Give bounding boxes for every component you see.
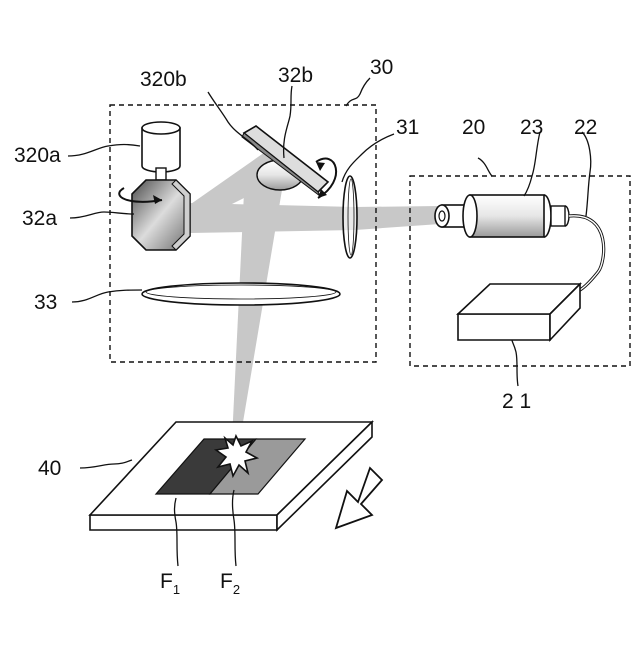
motor-320a xyxy=(142,122,180,180)
label-31: 31 xyxy=(396,116,419,139)
galvano-mirror-32a xyxy=(132,180,190,250)
label-30: 30 xyxy=(370,56,393,79)
label-21: 2 1 xyxy=(502,390,531,413)
label-20: 20 xyxy=(462,116,485,139)
label-33: 33 xyxy=(34,291,57,314)
label-f1: F1 xyxy=(160,570,180,597)
lens-31 xyxy=(343,176,357,258)
label-22: 22 xyxy=(574,116,597,139)
direction-arrow-icon xyxy=(336,468,382,528)
laser-head-23 xyxy=(435,195,569,237)
label-32a: 32a xyxy=(22,207,57,230)
label-32b: 32b xyxy=(278,64,313,87)
label-f2: F2 xyxy=(220,570,240,597)
lens-33 xyxy=(142,283,340,305)
label-23: 23 xyxy=(520,116,543,139)
laser-oscillator-21 xyxy=(458,284,580,340)
label-320a: 320a xyxy=(14,144,61,167)
label-320b: 320b xyxy=(140,68,187,91)
label-40: 40 xyxy=(38,457,61,480)
beam-source-to-mirror xyxy=(190,203,440,233)
